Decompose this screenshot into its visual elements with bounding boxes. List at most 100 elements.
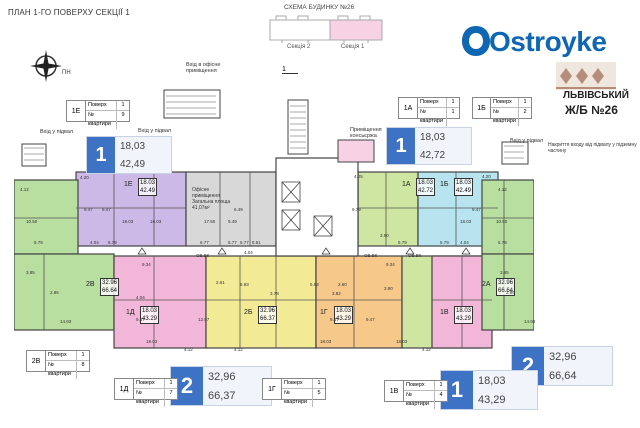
floor-plan [14, 89, 534, 349]
room-area: 3.78 [270, 291, 279, 296]
table-code: 1В [385, 381, 404, 401]
room-area: 9.47 [366, 317, 375, 322]
room-area: 5.79 [498, 240, 507, 245]
room-area: 9.49 [228, 219, 237, 224]
room-area: 2.86 [50, 290, 59, 295]
core [275, 157, 359, 257]
room-area: 3.82 [332, 291, 341, 296]
room-area: 4.04 [90, 240, 99, 245]
apt-value: 9 [116, 111, 129, 129]
room-area: 10.50 [496, 219, 508, 224]
apt-code-2A: 2А [482, 281, 491, 288]
room-area: 9.47 [330, 317, 339, 322]
apt-value: 8 [76, 361, 89, 379]
room-area: 3.90 [384, 286, 393, 291]
room-area: 9.34 [386, 262, 395, 267]
big-box-area: 18,03 [420, 131, 446, 143]
room-area: 18.03 [320, 339, 332, 344]
big-box-total: 42,72 [420, 149, 446, 161]
big-box-total: 66,37 [208, 389, 236, 402]
room-area: 3.85 [26, 270, 35, 275]
apt-1G [315, 255, 403, 349]
label-ob-vk-3: ОВ.ВК [408, 253, 422, 258]
room-area: 9.47 [472, 207, 481, 212]
scheme-title: СХЕМА БУДИНКУ №26 [284, 4, 355, 11]
room-area: 10.50 [26, 219, 38, 224]
logo-brand: Ostroyke [489, 26, 607, 57]
apt-2A-upper [481, 179, 534, 255]
apt-code-1B: 1Б [440, 181, 449, 188]
apt-label: № квартири [420, 109, 443, 124]
apt-code-1D: 1Д [126, 309, 135, 316]
room-area: 4.04 [136, 295, 145, 300]
apt-label: № квартири [284, 390, 307, 405]
room-area: 9.34 [142, 262, 151, 267]
apt-value: 5 [312, 389, 325, 407]
label-canopy: Накриття входу від підвалу у підземну ча… [548, 142, 637, 154]
plan-title: ПЛАН 1-ГО ПОВЕРХУ СЕКЦІЇ 1 [8, 8, 131, 17]
floor-label: Поверх [284, 380, 303, 386]
big-box-area: 18,03 [120, 140, 146, 152]
room-area: 14.93 [524, 319, 536, 324]
label-office-room: Офісне приміщення Загальна площа 41,07м² [192, 187, 231, 211]
big-box-area: 32,96 [549, 350, 577, 363]
ornament-decoration [556, 62, 616, 90]
room-area: 4.05 [354, 174, 363, 179]
room-area: 4.20 [482, 174, 491, 179]
room-area: 2.61 [216, 280, 225, 285]
table-code: 1Г [263, 379, 282, 399]
floor-value: 1 [116, 101, 129, 110]
room-area: 4.04 [460, 240, 469, 245]
apt-label: № квартири [406, 392, 429, 407]
floor-label: Поверх [406, 382, 425, 388]
table-code: 1Е [67, 101, 86, 121]
apt-1D [113, 255, 207, 349]
big-box-area: 18,03 [478, 374, 506, 387]
floor-value: 1 [76, 351, 89, 360]
room-area: 18.03 [122, 219, 134, 224]
room-area: 18.03 [460, 219, 472, 224]
room-area: 4.04 [244, 250, 253, 255]
room-area: 6.77 [200, 240, 209, 245]
table-code: 1А [399, 98, 418, 118]
compass-icon [30, 50, 62, 82]
big-box-area: 32,96 [208, 370, 236, 383]
apt-code-1A: 1А [402, 181, 411, 188]
table-code: 2В [27, 351, 46, 371]
ostroyke-logo-icon [462, 26, 490, 56]
apt-label: № квартири [493, 109, 517, 124]
big-box-num: 1 [87, 137, 115, 173]
apt-value: 7 [164, 389, 177, 407]
room-area: 4.12 [234, 347, 243, 352]
room-area: 5.93 [310, 282, 319, 287]
big-box-total: 66,64 [549, 369, 577, 382]
scheme-section-1: Секція 1 [341, 44, 365, 50]
table-code: 1Б [473, 98, 492, 118]
room-area: 5.79 [34, 240, 43, 245]
floor-label: Поверх [88, 102, 107, 108]
scheme-section-2: Секція 2 [287, 44, 311, 50]
label-basement-right: Вхід у підвал [510, 138, 544, 144]
room-area: 3.90 [380, 233, 389, 238]
floor-value: 1 [518, 98, 531, 107]
apt-value: 2 [518, 108, 531, 126]
big-box-total: 43,29 [478, 393, 506, 406]
apt-code-2V: 2В [86, 281, 95, 288]
room-area: 5.77 [240, 240, 249, 245]
room-area: 9.47 [136, 317, 145, 322]
label-basement-left: Вхід у підвал [40, 129, 74, 135]
apt-label: № квартири [136, 390, 159, 405]
room-area: 4.12 [184, 347, 193, 352]
room-area: 4.12 [498, 187, 507, 192]
room-area: 5.93 [240, 282, 249, 287]
